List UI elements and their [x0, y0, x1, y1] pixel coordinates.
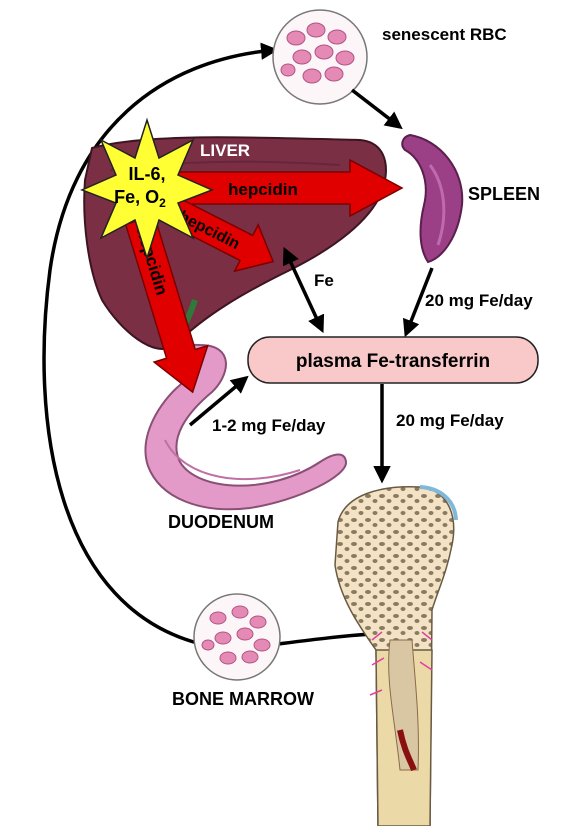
- plasma-label: plasma Fe-transferrin: [296, 351, 490, 372]
- spleen-flow-label: 20 mg Fe/day: [425, 291, 533, 310]
- fe-label: Fe: [314, 271, 334, 290]
- star-line2: Fe, O2: [114, 187, 166, 210]
- duodenum-flow-label: 1-2 mg Fe/day: [212, 416, 326, 435]
- marrow-flow-label: 20 mg Fe/day: [396, 411, 504, 430]
- star-line2-sub: 2: [159, 196, 166, 210]
- duodenum-label: DUODENUM: [168, 512, 274, 532]
- spleen: [402, 135, 462, 262]
- hepcidin-spleen-label: hepcidin: [228, 180, 298, 199]
- senescent-rbc-label: senescent RBC: [382, 25, 507, 44]
- marrow-circle-connector: [270, 634, 372, 645]
- star-line2-prefix: Fe, O: [114, 187, 159, 207]
- spleen-label: SPLEEN: [468, 184, 540, 204]
- bone-marrow-label: BONE MARROW: [172, 689, 314, 709]
- liver-label: LIVER: [200, 141, 250, 160]
- star-line1: IL-6,: [128, 164, 165, 184]
- bone: [335, 487, 456, 826]
- rbc-to-spleen-arrow: [352, 90, 400, 127]
- bone-marrow-rbc-circle: [194, 594, 280, 680]
